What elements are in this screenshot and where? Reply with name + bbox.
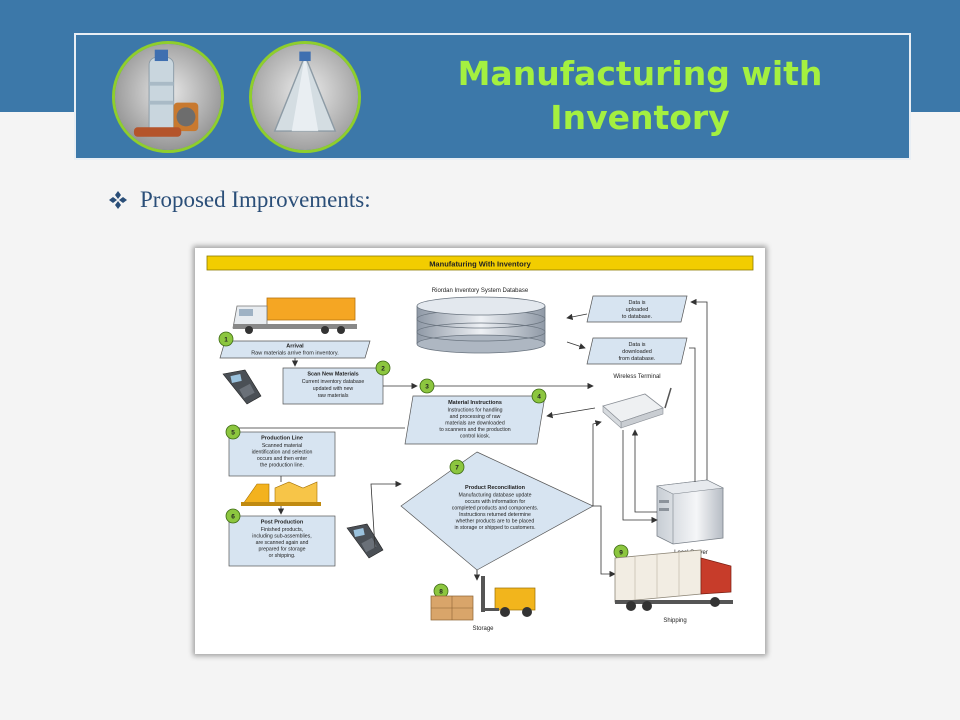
step-3-badge: 3 bbox=[419, 378, 435, 394]
step-1-line-1: Raw materials arrive from inventory. bbox=[251, 351, 339, 357]
svg-text:4: 4 bbox=[537, 394, 541, 401]
step-5-title: Production Line bbox=[261, 436, 303, 442]
step-4-line-3: materials are downloaded bbox=[445, 421, 505, 427]
production-line-icon bbox=[241, 481, 321, 506]
step-7-line-4: Instructions returned determine bbox=[459, 512, 531, 518]
step-7-line-3: completed products and components. bbox=[452, 506, 539, 512]
svg-text:7: 7 bbox=[455, 465, 459, 472]
slide-title-line-1: Manufacturing with bbox=[457, 54, 823, 93]
step-7-line-1: Manufacturing database update bbox=[459, 493, 532, 499]
step-5-line-3: occurs and then enter bbox=[257, 456, 307, 462]
shipping-label: Shipping bbox=[663, 618, 686, 624]
step-2-line-1: Current inventory database bbox=[302, 379, 365, 385]
bullet-item: Proposed Improvements: bbox=[108, 185, 371, 215]
wireless-terminal-icon bbox=[602, 387, 672, 429]
database-label: Riordan Inventory System Database bbox=[432, 288, 529, 294]
bullet-text: Proposed Improvements: bbox=[140, 187, 371, 212]
step-2-badge: 2 bbox=[375, 360, 391, 376]
local-server-icon bbox=[655, 479, 725, 545]
step-7-badge: 7 bbox=[449, 459, 465, 475]
svg-text:3: 3 bbox=[425, 384, 429, 391]
forklift-storage-icon bbox=[430, 576, 536, 621]
manufacturing-diagram: Manufaturing With Inventory Riordan Inve… bbox=[195, 248, 765, 654]
wireless-terminal-label: Wireless Terminal bbox=[613, 374, 660, 380]
step-5-line-1: Scanned material bbox=[262, 443, 302, 449]
step-4-line-2: and processing of raw bbox=[450, 414, 501, 420]
svg-text:5: 5 bbox=[231, 430, 235, 437]
step-6-title: Post Production bbox=[261, 520, 304, 526]
pouch-product-photo bbox=[249, 41, 361, 153]
step-7-line-6: in storage or shipped to customers. bbox=[454, 525, 535, 531]
step-4-badge: 4 bbox=[531, 388, 547, 404]
step-2-title: Scan New Materials bbox=[307, 372, 358, 378]
step-2-line-2: updated with new bbox=[313, 386, 354, 392]
step-7-line-5: whether products are to be placed bbox=[456, 519, 535, 525]
step-6-line-2: including sub-assemblies, bbox=[252, 534, 311, 540]
step-1-title: Arrival bbox=[286, 344, 304, 350]
svg-text:1: 1 bbox=[224, 337, 228, 344]
step-5-line-4: the production line. bbox=[260, 463, 304, 469]
downloaded-note-line-2: downloaded bbox=[622, 349, 652, 355]
slide-title-line-2: Inventory bbox=[550, 98, 730, 137]
uploaded-note: Data is uploaded to database. bbox=[586, 295, 688, 323]
step-1-arrival: Arrival Raw materials arrive from invent… bbox=[219, 340, 371, 359]
step-6-line-4: prepared for storage bbox=[258, 547, 305, 553]
uploaded-note-line-1: Data is bbox=[628, 300, 645, 306]
step-6-badge: 6 bbox=[225, 508, 241, 524]
step-4-line-1: Instructions for handling bbox=[447, 408, 502, 414]
downloaded-note-line-1: Data is bbox=[628, 342, 645, 348]
step-7-product-reconciliation: Product Reconciliation Manufacturing dat… bbox=[400, 451, 594, 571]
diagram-header-bar bbox=[206, 255, 754, 271]
step-6-line-1: Finished products, bbox=[261, 527, 303, 533]
truck-icon bbox=[232, 297, 357, 334]
handheld-scanner-icon bbox=[346, 523, 384, 559]
step-6-post-production: Post Production Finished products, inclu… bbox=[228, 515, 336, 567]
step-6-line-3: are scanned again and bbox=[256, 540, 309, 546]
step-4-material-instructions: Material Instructions Instructions for h… bbox=[404, 395, 546, 445]
storage-label: Storage bbox=[472, 626, 494, 632]
step-2-scan-new-materials: Scan New Materials Current inventory dat… bbox=[282, 367, 384, 405]
downloaded-note-line-3: from database. bbox=[619, 356, 656, 362]
step-6-line-5: or shipping. bbox=[269, 553, 296, 559]
svg-text:9: 9 bbox=[619, 550, 623, 557]
step-4-line-5: control kiosk. bbox=[460, 434, 490, 440]
svg-text:2: 2 bbox=[381, 366, 385, 373]
step-7-line-2: occurs with information for bbox=[465, 499, 526, 505]
diagram-header-text: Manufaturing With Inventory bbox=[429, 260, 531, 269]
handheld-scanner-icon bbox=[222, 369, 262, 405]
uploaded-note-line-3: to database. bbox=[622, 314, 653, 320]
step-7-title: Product Reconciliation bbox=[465, 485, 526, 491]
step-4-title: Material Instructions bbox=[448, 400, 502, 406]
downloaded-note: Data is downloaded from database. bbox=[586, 337, 688, 365]
step-5-line-2: identification and selection bbox=[252, 450, 313, 456]
step-4-line-4: to scanners and the production bbox=[439, 427, 510, 433]
step-5-production-line: Production Line Scanned material identif… bbox=[228, 431, 336, 477]
step-2-line-3: raw materials bbox=[318, 393, 349, 399]
step-1-badge: 1 bbox=[218, 331, 234, 347]
slide-title: Manufacturing with Inventory bbox=[380, 52, 900, 140]
svg-text:8: 8 bbox=[439, 589, 443, 596]
shipping-truck-icon bbox=[614, 549, 733, 611]
svg-text:6: 6 bbox=[231, 514, 235, 521]
four-diamond-bullet-icon bbox=[109, 191, 127, 209]
uploaded-note-line-2: uploaded bbox=[626, 307, 649, 313]
step-5-badge: 5 bbox=[225, 424, 241, 440]
database-icon bbox=[416, 296, 546, 354]
bottle-product-photo bbox=[112, 41, 224, 153]
